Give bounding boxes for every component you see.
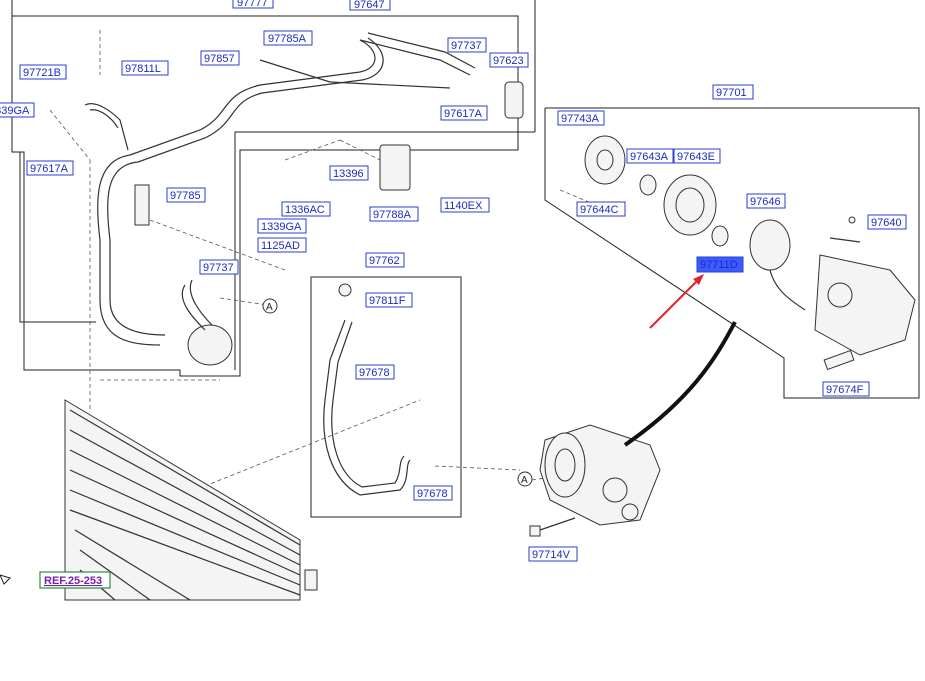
part-label-text: 97811F: [369, 295, 406, 307]
part-label-97623[interactable]: 97623: [489, 52, 529, 68]
part-label-text: 97857: [204, 53, 235, 65]
part-label-97617A-left[interactable]: 97617A: [26, 160, 74, 176]
part-label-text: 97623: [493, 55, 524, 67]
part-label-text: 97678: [359, 367, 390, 379]
part-label-text: 97721B: [23, 67, 61, 79]
part-label-1336AC[interactable]: 1336AC: [281, 201, 331, 217]
part-label-97743A[interactable]: 97743A: [557, 110, 605, 126]
part-label-text: 97647: [354, 0, 385, 11]
ref-link-text: REF.25-253: [44, 575, 102, 587]
part-label-text: 97714V: [532, 549, 571, 561]
part-label-97711D-highlighted[interactable]: 97711D: [696, 256, 744, 273]
part-label-97617A-upper[interactable]: 97617A: [440, 105, 488, 121]
part-label-97701[interactable]: 97701: [712, 84, 754, 100]
part-label-text: 13396: [333, 168, 364, 180]
compressor-group-frame: [544, 107, 920, 399]
part-label-1140EX[interactable]: 1140EX: [440, 197, 490, 213]
part-label-text: 1339GA: [0, 105, 30, 117]
part-label-text: 97678: [417, 488, 448, 500]
part-label-97714V[interactable]: 97714V: [528, 546, 578, 562]
red-arrow-icon: [649, 274, 704, 329]
upper-left-group-frame: [11, 0, 536, 377]
part-label-text: 1336AC: [285, 204, 325, 216]
thick-curve: [623, 321, 737, 447]
callout-a-text: A: [266, 302, 273, 313]
part-label-text: 97643A: [630, 151, 669, 163]
part-label-97644C[interactable]: 97644C: [576, 201, 626, 217]
part-label-text: 97762: [369, 255, 400, 267]
part-label-97643E[interactable]: 97643E: [673, 148, 721, 164]
hose-group-frame: [310, 276, 462, 518]
part-label-text: 97646: [750, 196, 781, 208]
part-label-97788A[interactable]: 97788A: [369, 206, 419, 222]
part-labels: 97777 97647 97785A 97857 97737 97623 977…: [0, 0, 907, 589]
part-label-97678-upper[interactable]: 97678: [355, 364, 395, 380]
part-label-text: 97674F: [826, 384, 864, 396]
part-label-97785A[interactable]: 97785A: [263, 30, 313, 46]
part-label-text: 1339GA: [261, 221, 302, 233]
part-label-text: 97785: [170, 190, 201, 202]
part-label-97785[interactable]: 97785: [166, 187, 206, 203]
part-label-97737-upper[interactable]: 97737: [447, 37, 487, 53]
part-label-text: 97737: [203, 262, 234, 274]
upper-pipes: [84, 32, 524, 366]
part-label-text: 97711D: [700, 259, 738, 271]
part-label-13396[interactable]: 13396: [329, 165, 369, 181]
part-label-text: 97811L: [125, 63, 161, 75]
part-label-1339GA-left[interactable]: 1339GA: [0, 102, 35, 118]
compressor-assembly: [529, 424, 661, 537]
front-arrow-icon: [0, 574, 11, 585]
part-label-text: 97643E: [677, 151, 715, 163]
part-label-text: 97617A: [30, 163, 69, 175]
dashed-reference-lines: [49, 30, 621, 521]
part-label-1125AD[interactable]: 1125AD: [257, 237, 307, 253]
callout-a-2: A: [517, 471, 533, 487]
part-label-97643A[interactable]: 97643A: [626, 148, 674, 164]
part-label-text: 97788A: [373, 209, 412, 221]
compressor-parts: [584, 135, 916, 371]
part-label-97811L[interactable]: 97811L: [121, 60, 169, 76]
part-label-97647[interactable]: 97647: [349, 0, 391, 11]
part-label-text: 97701: [716, 87, 747, 99]
part-label-text: 97617A: [444, 108, 483, 120]
part-label-text: 1125AD: [261, 240, 300, 252]
part-label-text: 97640: [871, 217, 902, 229]
part-label-text: 97785A: [268, 33, 307, 45]
part-label-97811F[interactable]: 97811F: [365, 292, 413, 308]
part-label-97777[interactable]: 97777: [232, 0, 274, 9]
part-label-1339GA-middle[interactable]: 1339GA: [257, 218, 307, 234]
part-label-97646[interactable]: 97646: [746, 193, 786, 209]
part-label-text: 97737: [451, 40, 482, 52]
part-label-text: 97644C: [580, 204, 619, 216]
ref-link[interactable]: REF.25-253: [39, 571, 111, 589]
part-label-text: 1140EX: [444, 200, 483, 212]
part-label-97762[interactable]: 97762: [365, 252, 405, 268]
part-label-97640[interactable]: 97640: [867, 214, 907, 230]
part-label-text: 97777: [237, 0, 268, 9]
condenser: [0, 399, 318, 601]
part-label-97674F[interactable]: 97674F: [822, 381, 870, 397]
part-label-text: 97743A: [561, 113, 600, 125]
callout-a-text: A: [521, 475, 528, 486]
part-label-97721B[interactable]: 97721B: [19, 64, 67, 80]
part-label-97737-lower[interactable]: 97737: [199, 259, 239, 275]
callout-a-1: A: [262, 298, 278, 314]
part-label-97678-lower[interactable]: 97678: [413, 485, 453, 501]
discharge-hose: [323, 283, 411, 496]
part-label-97857[interactable]: 97857: [200, 50, 240, 66]
